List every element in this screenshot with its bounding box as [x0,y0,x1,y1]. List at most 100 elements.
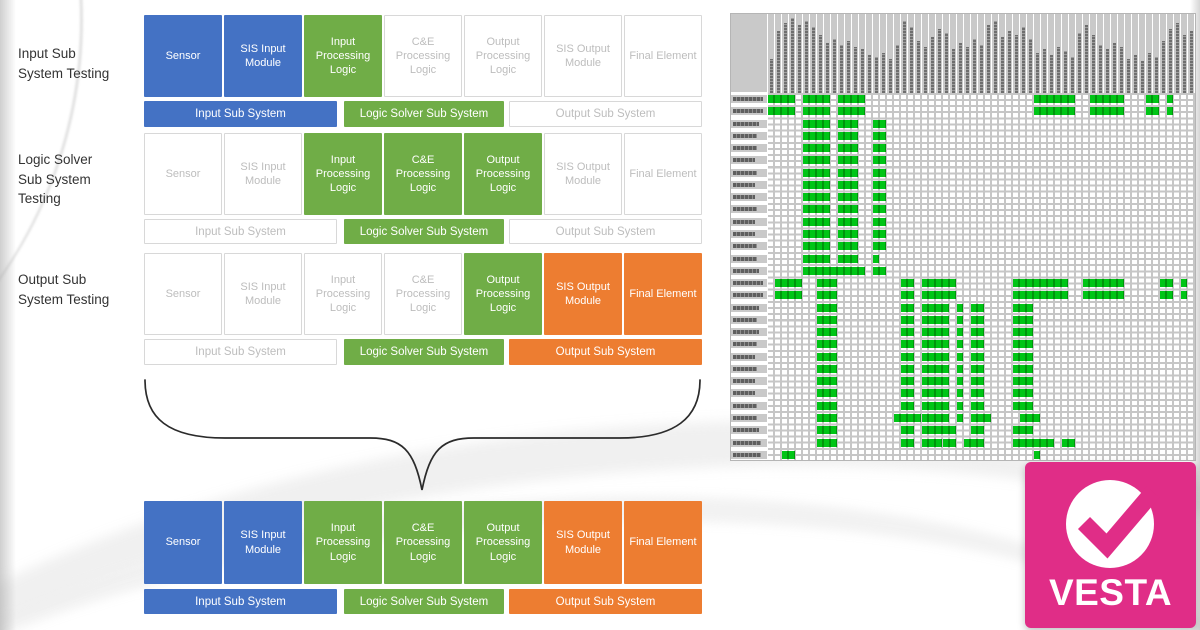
module-box: C&E Processing Logic [384,15,462,97]
test-coverage-matrix [730,13,1196,461]
matrix-green-cell [817,340,837,349]
matrix-green-cell [971,426,984,435]
matrix-row-label [731,95,767,103]
matrix-green-cell [873,193,886,202]
matrix-green-cell [957,328,963,337]
matrix-green-cell [1034,107,1075,116]
matrix-column-header-text [902,21,906,93]
matrix-green-cell [1167,107,1173,116]
matrix-column-header-text [853,47,857,93]
matrix-column-header-text [1021,27,1025,93]
matrix-column-header-text [1105,49,1109,93]
matrix-row-label [731,217,767,226]
matrix-column-header-text [937,29,941,93]
matrix-green-cell [817,389,837,398]
matrix-green-cell [775,291,802,300]
matrix-column-header-text [1007,31,1011,93]
matrix-green-cell [817,414,837,423]
matrix-column-header-text [1042,49,1046,93]
matrix-green-cell [922,340,949,349]
left-edge-gradient [0,0,16,630]
matrix-column-header-text [965,47,969,93]
matrix-row-label-text [733,379,755,384]
matrix-column-header-text [1035,53,1039,93]
matrix-row-label-text [733,146,757,151]
matrix-green-cell [922,389,949,398]
matrix-row-label [731,131,767,140]
matrix-green-cell [957,377,963,386]
matrix-row-label-text [733,281,763,286]
matrix-column-header-text [832,39,836,93]
matrix-green-cell [1013,279,1068,288]
matrix-row-label-text [733,170,757,175]
module-box: Output Processing Logic [464,133,542,215]
subsystem-bar: Logic Solver Sub System [344,101,504,127]
matrix-column-header-text [1056,47,1060,93]
matrix-green-cell [1160,291,1173,300]
matrix-column-header-text [1147,53,1151,93]
matrix-green-cell [1181,279,1187,288]
matrix-row-label [731,266,767,275]
matrix-row-label-text [733,416,757,421]
matrix-corner-cell [731,14,768,93]
matrix-green-cell [817,377,837,386]
matrix-green-cell [873,217,886,226]
matrix-green-cell [873,180,886,189]
matrix-green-cell [901,291,914,300]
module-box: C&E Processing Logic [384,253,462,335]
matrix-green-cell [922,426,956,435]
matrix-row-label-text [733,158,755,163]
matrix-column-header-text [1182,35,1186,93]
matrix-green-cell [971,303,984,312]
matrix-green-cell [873,205,886,214]
matrix-row-label-text [733,133,757,138]
matrix-green-cell [838,217,858,226]
matrix-green-cell [817,438,837,447]
matrix-green-cell [803,156,830,165]
matrix-green-cell [838,95,865,103]
matrix-green-cell [817,291,837,300]
matrix-row-label [731,315,767,324]
matrix-row-label [731,254,767,263]
matrix-green-cell [803,205,830,214]
matrix-column-header-text [1070,57,1074,93]
matrix-green-cell [1013,303,1033,312]
matrix-row-label [731,340,767,349]
matrix-green-cell [1167,95,1173,103]
matrix-row-label-text [733,109,763,114]
matrix-row-label [731,180,767,189]
module-box: Final Element [624,133,702,215]
matrix-column-header-text [867,55,871,93]
matrix-column-header-text [923,47,927,93]
matrix-green-cell [922,364,949,373]
module-box: SIS Input Module [224,15,302,97]
matrix-row-label [731,144,767,153]
matrix-green-cell [873,131,886,140]
matrix-row-label [731,168,767,177]
matrix-green-cell [873,266,886,275]
matrix-grid [768,93,1195,460]
matrix-green-cell [901,401,914,410]
module-box: Output Processing Logic [464,501,542,584]
matrix-green-cell [873,119,886,128]
matrix-row-label [731,450,767,459]
matrix-green-cell [922,414,949,423]
matrix-row-label [731,426,767,435]
matrix-green-cell [922,291,956,300]
matrix-column-header-text [874,57,878,93]
matrix-row-label [731,107,767,116]
module-box: SIS Output Module [544,253,622,335]
matrix-column-header-text [1168,29,1172,93]
check-circle-icon [1066,480,1160,568]
matrix-green-cell [838,229,858,238]
matrix-green-cell [1013,401,1033,410]
matrix-green-cell [817,364,837,373]
vesta-logo-text: VESTA [1048,572,1173,613]
matrix-row-label-text [733,305,759,310]
matrix-column-header-text [1014,35,1018,93]
matrix-column-header-text [1098,45,1102,93]
matrix-green-cell [1013,438,1054,447]
module-box: SIS Output Module [544,133,622,215]
matrix-green-cell [971,315,984,324]
